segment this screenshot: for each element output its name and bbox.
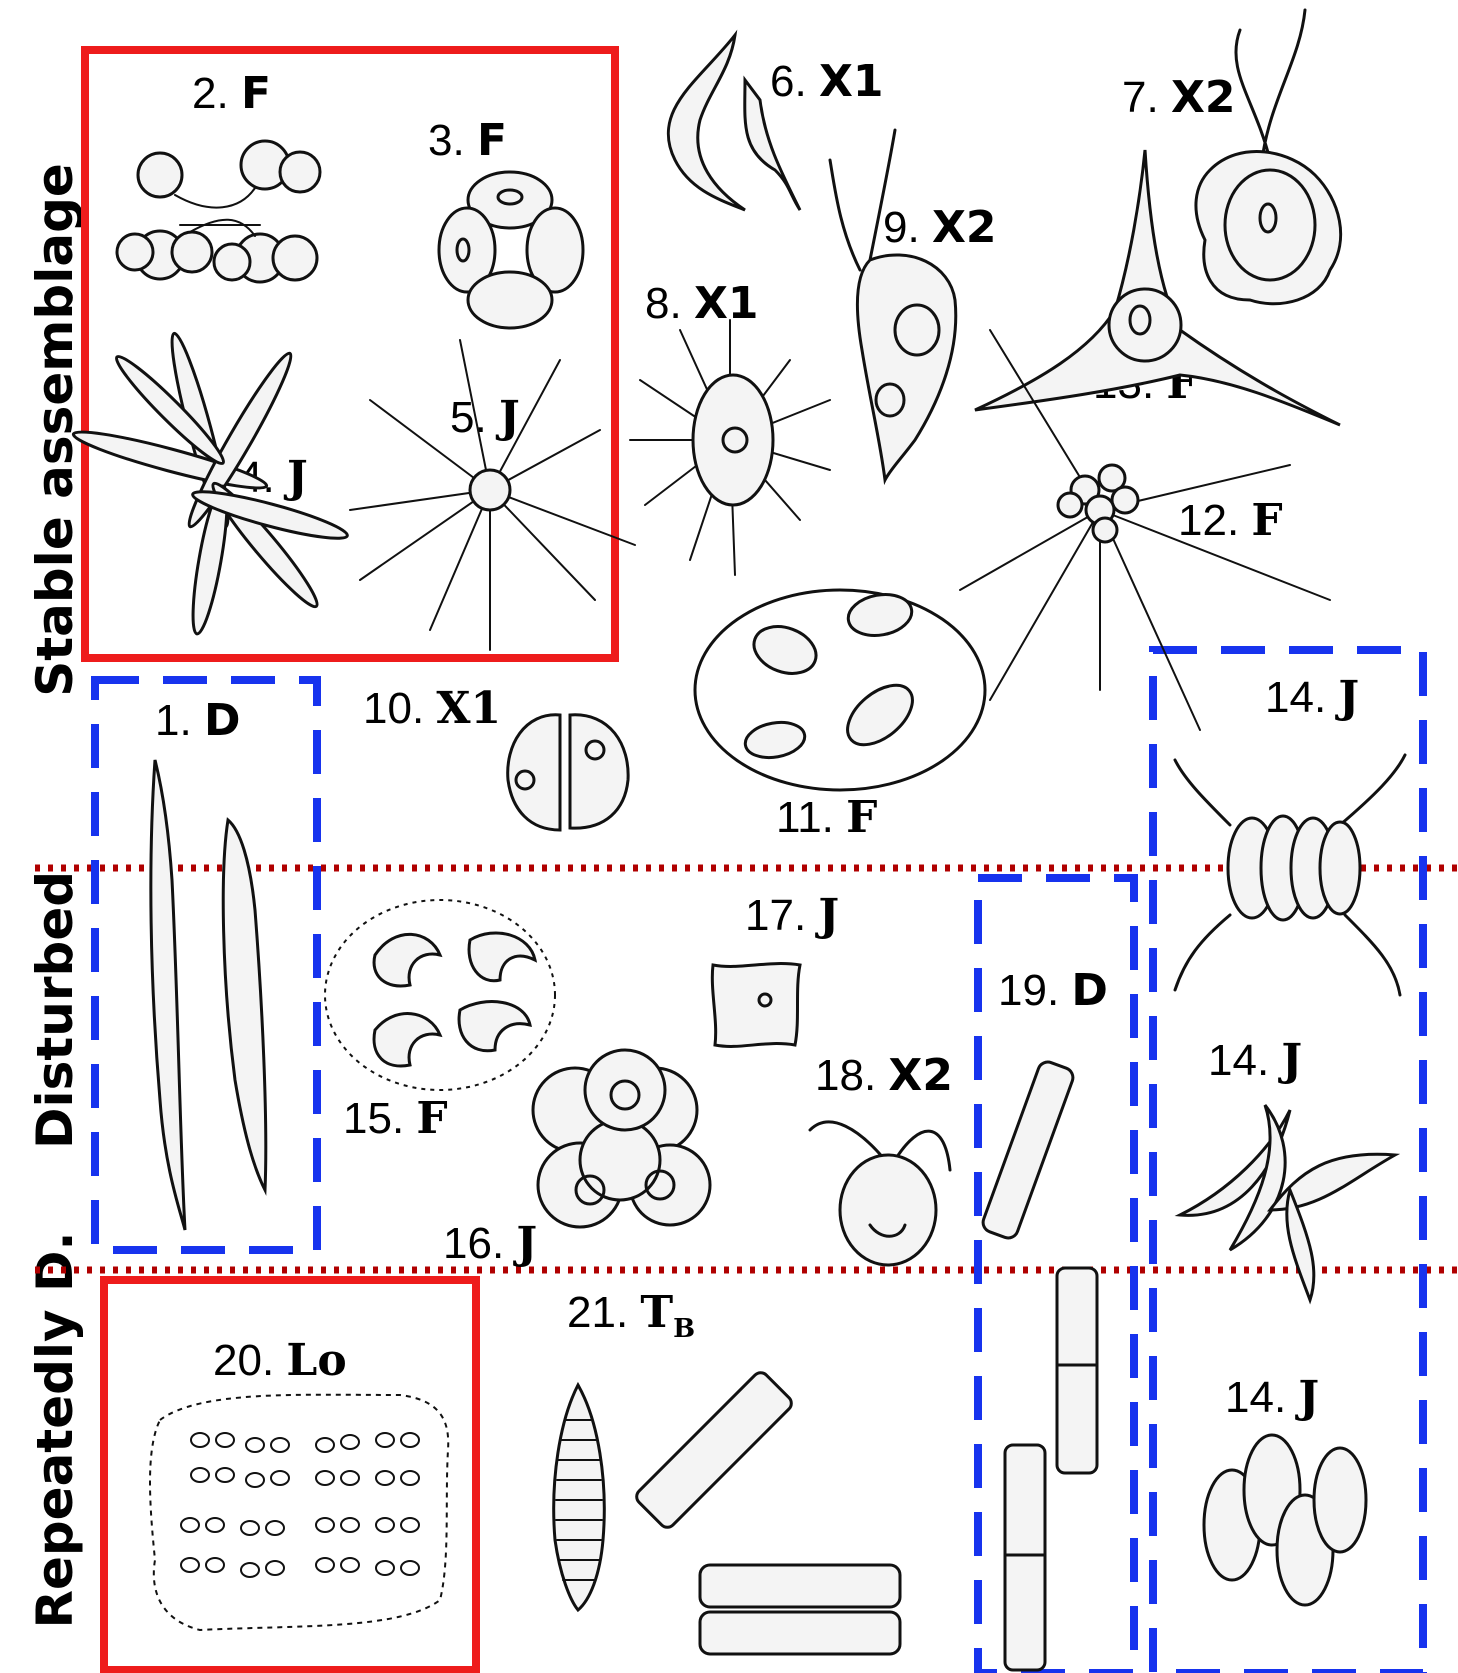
label-taxon-14-b: 14. J [1208,1035,1302,1086]
organism-3-colony [439,172,583,328]
label-taxon-19: 19. D [998,965,1108,1016]
organism-4-star-colony [71,331,351,636]
label-taxon-1: 1. D [155,695,240,746]
svg-text:16. J: 16. J [443,1218,537,1269]
label-taxon-3: 3. F [428,115,507,166]
svg-text:17. J: 17. J [745,890,839,941]
label-taxon-5: 5. J [450,392,520,443]
organism-19-filament-cells [980,1059,1097,1670]
svg-text:20. Lo: 20. Lo [213,1335,347,1386]
svg-text:21. TB: 21. TB [567,1287,695,1344]
organism-10-paired-cells [508,715,628,830]
label-taxon-20: 20. Lo [213,1335,347,1386]
organism-14-colony-a [1175,755,1405,995]
svg-text:8. X1: 8. X1 [645,278,758,329]
organism-7-wavy-flagellate [1196,10,1341,304]
svg-text:7. X2: 7. X2 [1122,72,1235,123]
label-taxon-21: 21. TB [567,1287,695,1344]
organism-18-biflagellate [810,1122,950,1265]
label-taxon-10: 10. X1 [363,683,501,734]
label-taxon-18: 18. X2 [815,1050,953,1101]
organism-11-mucilage-colony [695,590,985,790]
row-label-disturbed: Disturbed [26,871,84,1149]
organism-20-colonial-cells [150,1395,448,1630]
svg-text:12. F: 12. F [1178,495,1283,546]
svg-text:18. X2: 18. X2 [815,1050,953,1101]
label-taxon-15: 15. F [343,1093,448,1144]
svg-text:5. J: 5. J [450,392,520,443]
svg-text:15. F: 15. F [343,1093,448,1144]
organism-14-colony-c [1204,1435,1366,1605]
organism-5-spiny-cell [350,340,635,650]
label-taxon-7: 7. X2 [1122,72,1235,123]
svg-text:14. J: 14. J [1225,1372,1319,1423]
organism-15-crescent-colony [325,900,555,1090]
organism-17-square-cell [712,964,800,1047]
svg-text:2. F: 2. F [192,68,271,119]
svg-text:14. J: 14. J [1208,1035,1302,1086]
svg-text:9. X2: 9. X2 [883,202,996,253]
label-taxon-14-a: 14. J [1265,672,1359,723]
organism-1-needle-cells [151,760,266,1230]
row-label-stable: Stable assemblage [26,163,84,697]
label-taxon-8: 8. X1 [645,278,758,329]
organism-9-large-flagellate [830,130,956,480]
label-taxon-16: 16. J [443,1218,537,1269]
svg-text:11. F: 11. F [776,792,877,843]
svg-text:1. D: 1. D [155,695,240,746]
label-taxon-11: 11. F [776,792,877,843]
organism-16-spherical-colony [533,1050,710,1227]
svg-text:10. X1: 10. X1 [363,683,501,734]
svg-text:3. F: 3. F [428,115,507,166]
label-taxon-9: 9. X2 [883,202,996,253]
label-taxon-6: 6. X1 [770,56,883,107]
row-label-repeatedly: Repeatedly D. [26,1231,84,1628]
organism-21-diatoms [554,1369,900,1654]
blue-box-codon-d [95,680,317,1250]
red-box-stable-group [85,50,615,658]
label-taxon-2: 2. F [192,68,271,119]
svg-text:14. J: 14. J [1265,672,1359,723]
label-taxon-17: 17. J [745,890,839,941]
svg-text:19. D: 19. D [998,965,1108,1016]
label-taxon-12: 12. F [1178,495,1283,546]
organism-2-colony [117,141,320,282]
label-taxon-14-c: 14. J [1225,1372,1319,1423]
svg-text:6. X1: 6. X1 [770,56,883,107]
organism-8-spiny-oval [630,320,830,575]
